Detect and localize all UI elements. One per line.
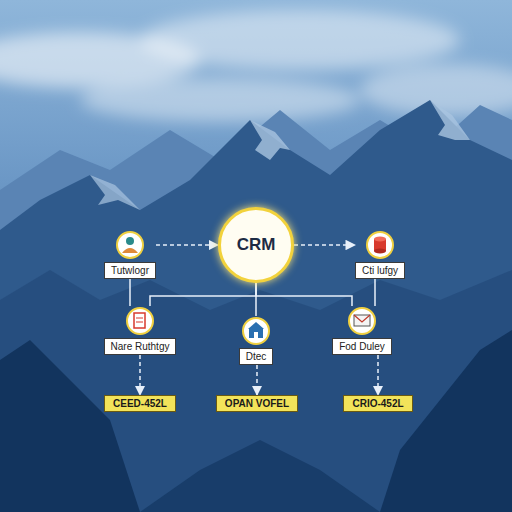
code-box: CEED-452L — [104, 395, 176, 412]
right-rock — [380, 330, 512, 512]
document-icon — [127, 308, 153, 334]
node-label: Dtec — [239, 348, 274, 365]
snow — [90, 175, 140, 210]
connector — [129, 279, 131, 306]
connector — [256, 283, 352, 306]
left-rock — [0, 340, 140, 512]
icon-label: Fod Duley — [332, 306, 392, 355]
connector — [256, 365, 258, 395]
connector — [294, 244, 355, 246]
building-icon — [243, 318, 269, 344]
connector — [156, 244, 218, 246]
node-label: Tutwlogr — [104, 262, 156, 279]
connector — [374, 279, 376, 306]
snow — [250, 120, 290, 160]
connector — [150, 283, 256, 306]
node-label: Cti lufgy — [355, 262, 405, 279]
icon-label: Tutwlogr — [104, 230, 156, 279]
node-label: Fod Duley — [332, 338, 392, 355]
icon-label: Dtec — [239, 316, 274, 365]
snow — [430, 100, 470, 140]
node-label: CRM — [237, 235, 276, 255]
connector — [377, 355, 379, 395]
envelope-icon — [349, 308, 375, 334]
near-ridge — [0, 270, 512, 512]
node-label: CEED-452L — [104, 395, 176, 412]
connector — [139, 355, 141, 395]
database-icon — [367, 232, 393, 258]
node-label: OPAN VOFEL — [216, 395, 298, 412]
hub-circle: CRM — [218, 207, 294, 283]
node-label: CRIO-452L — [343, 395, 412, 412]
icon-label: Cti lufgy — [355, 230, 405, 279]
person-icon — [117, 232, 143, 258]
code-box: CRIO-452L — [343, 395, 412, 412]
code-box: OPAN VOFEL — [216, 395, 298, 412]
mid-ridge — [0, 100, 512, 512]
node-label: Nare Ruthtgy — [104, 338, 177, 355]
icon-label: Nare Ruthtgy — [104, 306, 177, 355]
valley-floor — [140, 440, 380, 512]
